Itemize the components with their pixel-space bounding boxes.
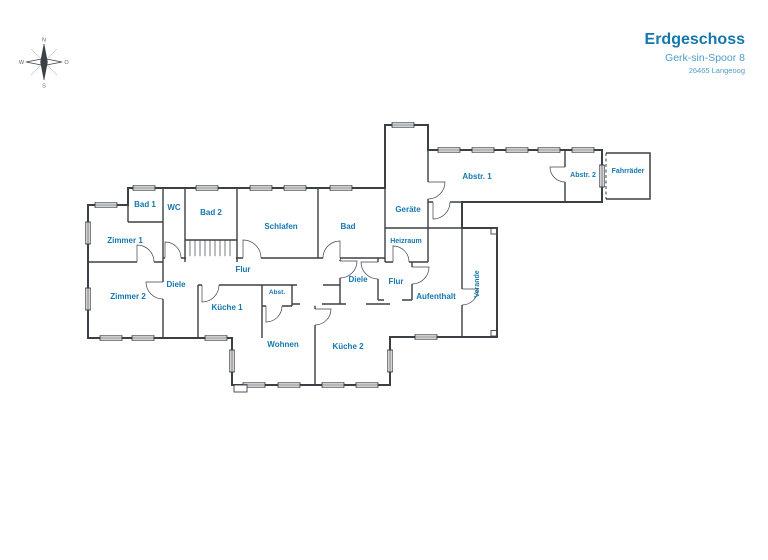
room-label-flur-links: Flur [235, 265, 250, 274]
title-block: Erdgeschoss Gerk-sin-Spoor 8 26465 Lange… [645, 31, 745, 75]
compass-south-label: S [42, 84, 46, 90]
room-label-diele-links: Diele [166, 280, 186, 289]
room-label-verande: Verande [474, 270, 481, 297]
room-label-abstr1: Abstr. 1 [462, 172, 492, 181]
room-label-abst: Abst. [269, 289, 285, 296]
room-label-wc: WC [167, 203, 181, 212]
compass-north-label: N [42, 38, 46, 44]
room-label-schlafen: Schlafen [264, 222, 297, 231]
door-swings [136, 166, 566, 326]
room-label-kueche2: Küche 2 [332, 342, 364, 351]
room-label-heizraum: Heizraum [390, 238, 422, 245]
fahrraeder-annex [602, 152, 651, 200]
compass-west-label: W [19, 60, 25, 66]
entry-step [233, 384, 248, 393]
room-label-abstr2: Abstr. 2 [570, 172, 596, 179]
compass-east-label: O [64, 60, 69, 66]
room-label-zimmer2: Zimmer 2 [110, 292, 146, 301]
room-label-wohnen: Wohnen [267, 340, 299, 349]
page-title: Erdgeschoss [644, 31, 745, 48]
door-openings [137, 167, 567, 325]
room-label-bad2: Bad 2 [200, 208, 222, 217]
page-subtitle: Gerk-sin-Spoor 8 [665, 51, 745, 64]
room-label-bad: Bad [340, 222, 355, 231]
room-label-flur-rechts: Flur [388, 277, 403, 286]
room-label-zimmer1: Zimmer 1 [107, 236, 143, 245]
staircase [189, 240, 231, 258]
room-label-geraete: Geräte [395, 205, 421, 214]
page-address: 26465 Langeoog [688, 65, 745, 75]
room-label-bad1: Bad 1 [134, 200, 156, 209]
room-label-diele-rechts: Diele [348, 275, 368, 284]
room-label-aufenthalt: Aufenthalt [416, 292, 456, 301]
compass: N O S W [19, 38, 69, 90]
verande-posts [490, 228, 497, 337]
room-label-kueche1: Küche 1 [211, 303, 243, 312]
compass-ns-needle [40, 43, 48, 81]
room-label-fahrraeder: Fahrräder [612, 168, 645, 175]
room-labels: Bad 1 WC Bad 2 Schlafen Bad Zimmer 1 Zim… [107, 168, 644, 351]
